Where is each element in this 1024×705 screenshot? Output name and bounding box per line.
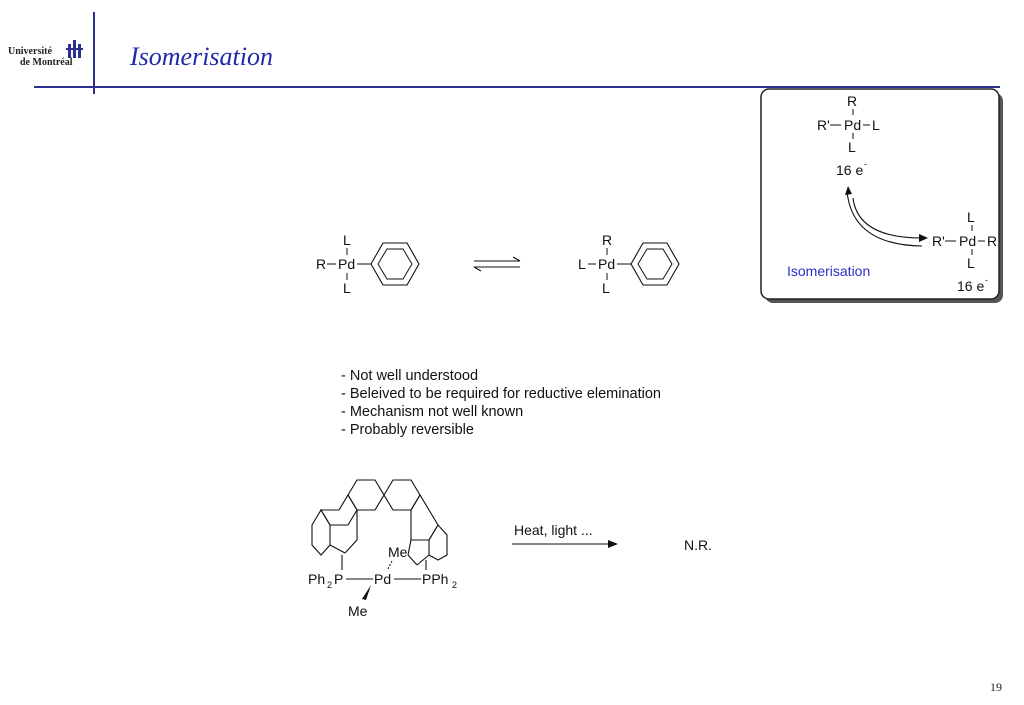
reaction-arrow-icon <box>608 540 618 548</box>
page-number: 19 <box>990 680 1002 694</box>
box-right-complex: L R' Pd R L 16 e - <box>932 209 997 294</box>
svg-text:R: R <box>987 233 997 249</box>
header-vertical-rule <box>93 12 95 94</box>
svg-text:L: L <box>343 232 351 248</box>
svg-text:L: L <box>967 209 975 225</box>
svg-text:R': R' <box>817 117 830 133</box>
svg-text:-: - <box>985 275 988 285</box>
svg-text:L: L <box>872 117 880 133</box>
isomerisation-label: Isomerisation <box>787 263 870 279</box>
logo-line2: de Montréal <box>20 57 73 68</box>
left-pd-complex: L R Pd L <box>316 232 420 296</box>
svg-text:R: R <box>316 256 326 272</box>
equilibrium-arrow-icon <box>473 256 521 272</box>
note-item: - Beleived to be required for reductive … <box>341 386 661 402</box>
note-item: - Probably reversible <box>341 422 474 438</box>
palladium-center: Pd <box>374 571 391 587</box>
svg-text:L: L <box>848 139 856 155</box>
universite-de-montreal-logo: Université de Montréal <box>8 40 83 68</box>
reaction-result: N.R. <box>684 537 712 553</box>
svg-text:L: L <box>578 256 586 272</box>
svg-text:Me: Me <box>348 603 368 619</box>
svg-text:L: L <box>967 255 975 271</box>
note-item: - Not well understood <box>341 368 479 384</box>
svg-text:R': R' <box>932 233 945 249</box>
logo-mark-icon <box>66 40 83 58</box>
svg-text:Pd: Pd <box>598 256 615 272</box>
wedge-bond-icon <box>362 585 371 600</box>
logo-line1: Université <box>8 46 52 57</box>
svg-text:-: - <box>864 159 867 169</box>
svg-text:Ph: Ph <box>308 571 325 587</box>
helicene-ligand <box>311 479 448 570</box>
box-top-complex: R R' Pd L L 16 e - <box>817 93 880 178</box>
svg-text:Pd: Pd <box>844 117 861 133</box>
page-title: Isomerisation <box>130 42 273 71</box>
svg-text:R: R <box>602 232 612 248</box>
note-item: - Mechanism not well known <box>341 404 524 420</box>
isomerisation-box: R R' Pd L L 16 e - Isomerisation L R' Pd… <box>760 88 1003 303</box>
svg-text:L: L <box>343 280 351 296</box>
svg-text:Me: Me <box>388 544 408 560</box>
svg-text:Pd: Pd <box>959 233 976 249</box>
svg-text:2: 2 <box>452 580 457 590</box>
svg-text:P: P <box>334 571 343 587</box>
reaction-conditions: Heat, light ... <box>514 522 593 538</box>
header-horizontal-rule <box>34 86 1000 88</box>
right-pd-complex: R L Pd L <box>578 232 680 296</box>
helicene-reaction-scheme: Ph 2 P Pd PPh 2 Me Me Heat, light ... N.… <box>308 479 712 619</box>
svg-text:L: L <box>602 280 610 296</box>
svg-text:PPh: PPh <box>422 571 448 587</box>
notes-list: - Not well understood - Beleived to be r… <box>341 367 661 439</box>
svg-text:2: 2 <box>327 580 332 590</box>
isomerisation-arrows <box>846 190 923 247</box>
equilibrium-scheme: L R Pd L R L Pd L <box>316 232 680 296</box>
svg-text:Pd: Pd <box>338 256 355 272</box>
svg-text:R: R <box>847 93 857 109</box>
electron-count-2: 16 e <box>957 278 984 294</box>
electron-count-1: 16 e <box>836 162 863 178</box>
